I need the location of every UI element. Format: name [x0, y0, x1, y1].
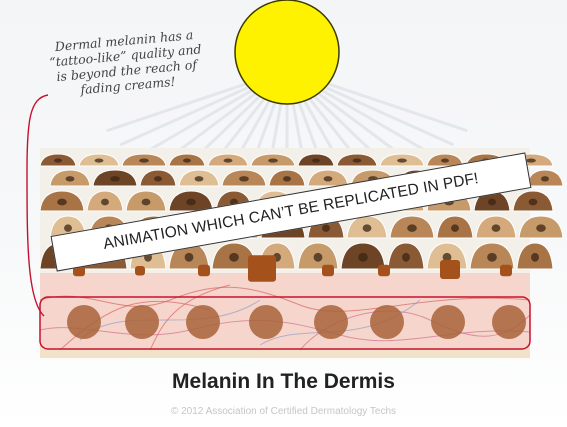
basal-melanocyte: [198, 265, 210, 276]
basal-melanocyte: [248, 255, 276, 282]
keratinocyte: [527, 170, 563, 186]
dermal-melanin-deposit: [370, 305, 404, 339]
basal-melanocyte: [378, 265, 390, 276]
basal-melanocyte: [440, 260, 460, 279]
dermal-melanin-deposit: [125, 305, 159, 339]
dermal-melanin-deposit: [186, 305, 220, 339]
slide-title: Melanin In The Dermis: [0, 370, 567, 394]
copyright-footer: © 2012 Association of Certified Dermatol…: [0, 406, 567, 417]
dermal-melanin-deposit: [492, 305, 526, 339]
dermal-melanin-deposit: [249, 305, 283, 339]
basal-melanocyte: [500, 265, 512, 276]
dermal-melanin-deposit: [67, 305, 101, 339]
dermal-melanin-deposit: [314, 305, 348, 339]
basal-melanocyte: [135, 266, 145, 276]
dermal-melanin-deposit: [431, 305, 465, 339]
basal-melanocyte: [322, 265, 334, 276]
sun-icon: [235, 0, 339, 104]
